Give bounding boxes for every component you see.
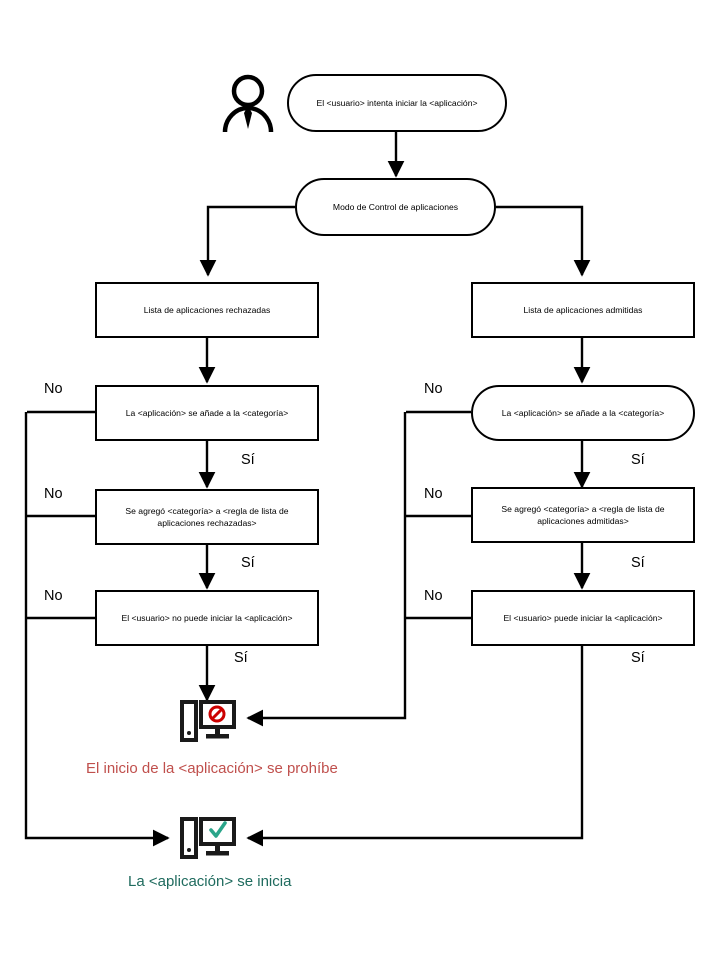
node-start-label: El <usuario> intenta iniciar la <aplicac…	[316, 97, 478, 108]
edge-label-right-si-1: Sí	[631, 452, 645, 468]
edge-mode-to-allowed-list	[496, 205, 591, 277]
node-left-category-label: La <aplicación> se añade a la <categoría…	[125, 407, 289, 418]
edge-label-right-no-2: No	[424, 486, 443, 502]
node-allowed-list[interactable]: Lista de aplicaciones admitidas	[471, 282, 695, 338]
outcome-blocked-label: El inicio de la <aplicación> se prohíbe	[86, 760, 338, 777]
edge-label-left-no-2: No	[44, 486, 63, 502]
computer-blocked-icon	[180, 700, 236, 742]
edge-label-left-no-1: No	[44, 381, 63, 397]
node-mode[interactable]: Modo de Control de aplicaciones	[295, 178, 496, 236]
node-right-rule[interactable]: Se agregó <categoría> a <regla de lista …	[471, 487, 695, 543]
edge-label-left-si-3: Sí	[234, 650, 248, 666]
edge-right-trunk-to-blocked-icon	[246, 412, 407, 727]
node-right-category-label: La <aplicación> se añade a la <categoría…	[501, 407, 665, 418]
user-person-icon	[222, 74, 274, 133]
edge-label-left-si-2: Sí	[241, 555, 255, 571]
outcome-allowed-label: La <aplicación> se inicia	[128, 873, 292, 890]
node-left-result[interactable]: El <usuario> no puede iniciar la <aplica…	[95, 590, 319, 646]
node-start[interactable]: El <usuario> intenta iniciar la <aplicac…	[287, 74, 507, 132]
edge-label-left-no-3: No	[44, 588, 63, 604]
node-right-category[interactable]: La <aplicación> se añade a la <categoría…	[471, 385, 695, 441]
node-right-rule-label: Se agregó <categoría> a <regla de lista …	[501, 503, 665, 526]
computer-allowed-icon	[180, 817, 236, 859]
node-left-rule-label: Se agregó <categoría> a <regla de lista …	[125, 505, 289, 528]
node-mode-label: Modo de Control de aplicaciones	[332, 201, 459, 212]
edge-label-right-no-3: No	[424, 588, 443, 604]
edge-label-right-no-1: No	[424, 381, 443, 397]
node-denied-list-label: Lista de aplicaciones rechazadas	[143, 304, 271, 315]
edge-label-right-si-3: Sí	[631, 650, 645, 666]
node-left-rule[interactable]: Se agregó <categoría> a <regla de lista …	[95, 489, 319, 545]
node-allowed-list-label: Lista de aplicaciones admitidas	[523, 304, 643, 315]
edge-mode-to-denied-list	[199, 205, 295, 277]
node-right-result[interactable]: El <usuario> puede iniciar la <aplicació…	[471, 590, 695, 646]
edge-label-right-si-2: Sí	[631, 555, 645, 571]
node-right-result-label: El <usuario> puede iniciar la <aplicació…	[503, 612, 663, 623]
edge-label-left-si-1: Sí	[241, 452, 255, 468]
node-denied-list[interactable]: Lista de aplicaciones rechazadas	[95, 282, 319, 338]
edge-right-result-to-allowed-icon	[246, 646, 584, 847]
node-left-result-label: El <usuario> no puede iniciar la <aplica…	[121, 612, 293, 623]
edge-left-trunk-to-allowed-icon	[24, 412, 170, 847]
node-left-category[interactable]: La <aplicación> se añade a la <categoría…	[95, 385, 319, 441]
